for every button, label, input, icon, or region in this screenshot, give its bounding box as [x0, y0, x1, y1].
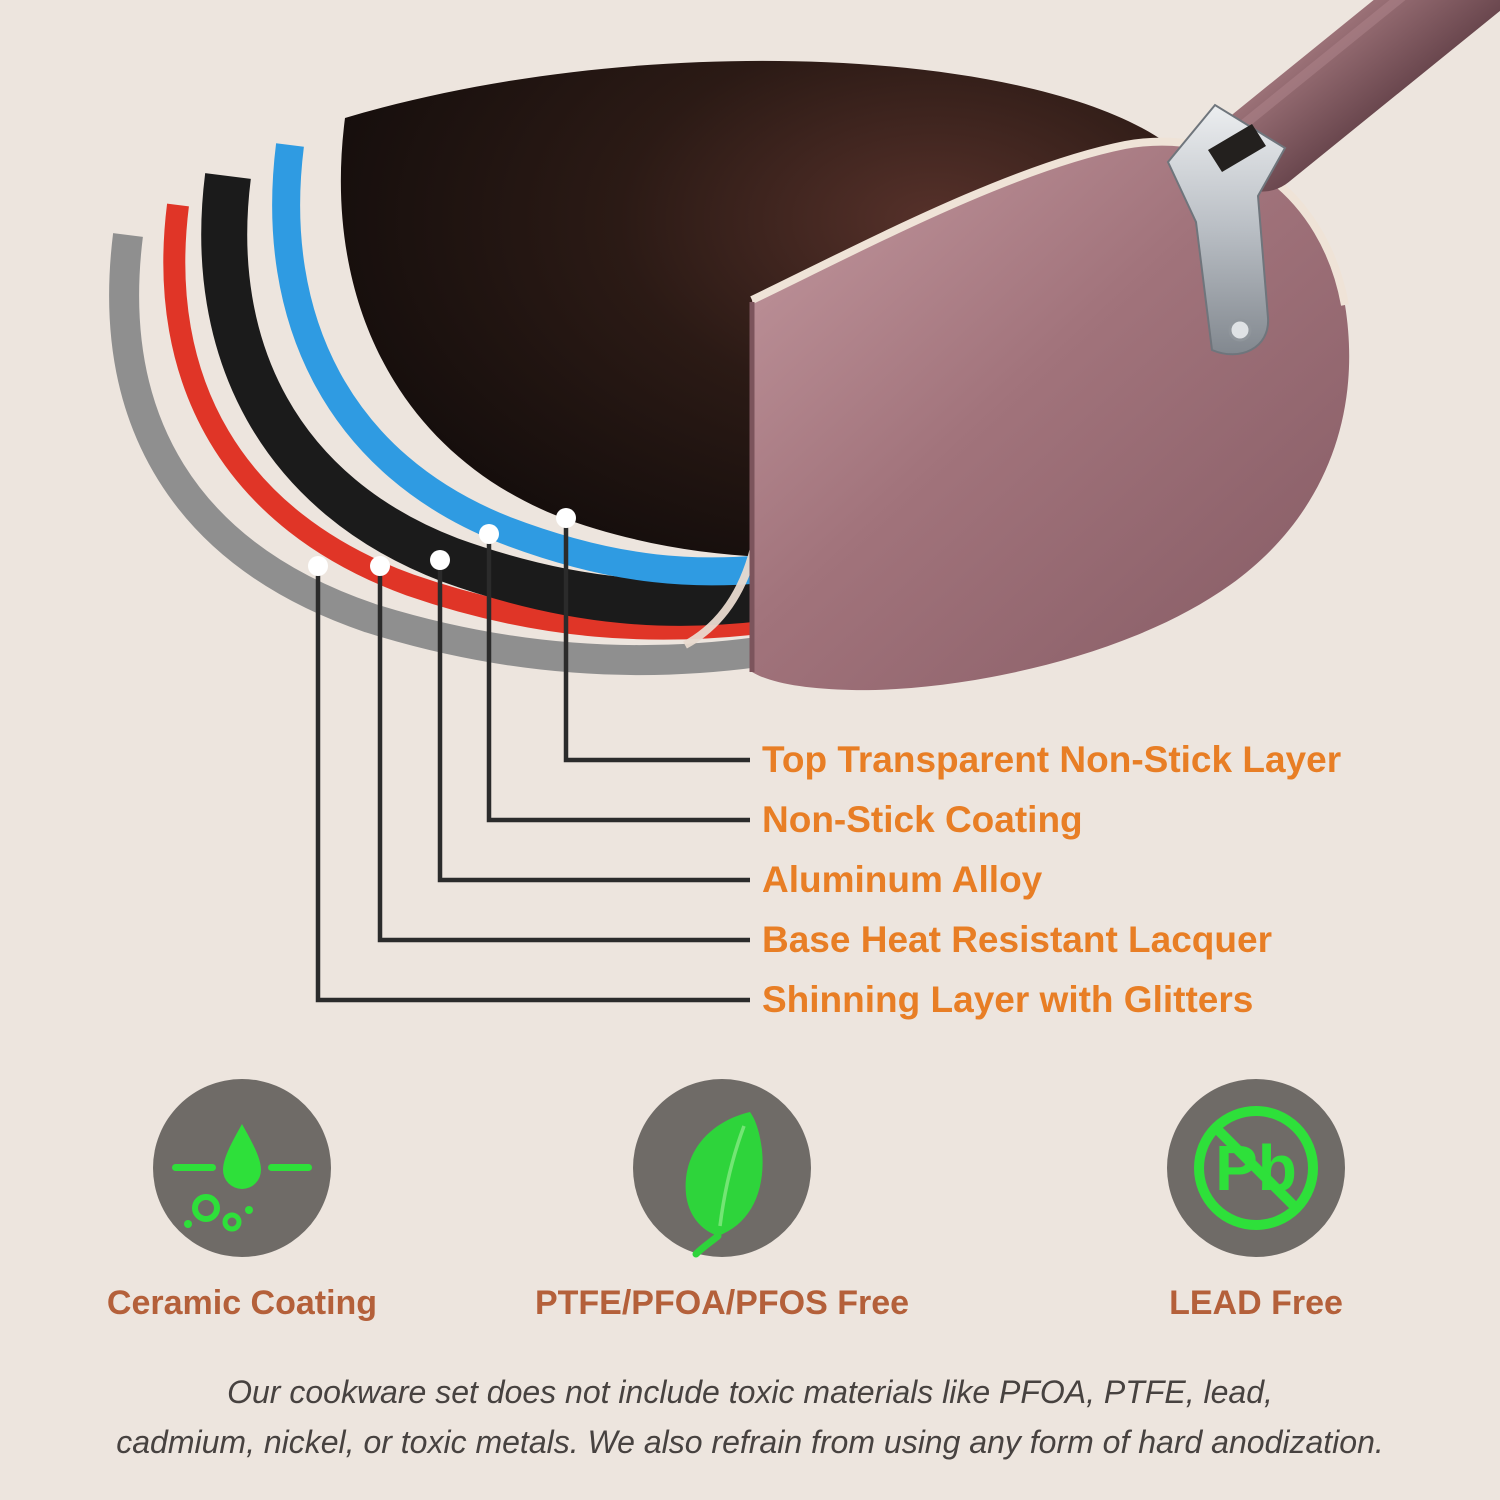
disclaimer-text: Our cookware set does not include toxic … — [0, 1368, 1500, 1467]
feature-label-ptfe-free: PTFE/PFOA/PFOS Free — [534, 1284, 910, 1322]
layer-aluminum-band — [201, 173, 782, 626]
callout-dot — [430, 550, 450, 570]
callout-label-nonstick-coating: Non-Stick Coating — [762, 799, 1083, 840]
callout-dot — [556, 508, 576, 528]
pan-body — [752, 141, 1350, 691]
callout-line-aluminum — [437, 560, 750, 883]
callout-label-shinning-layer: Shinning Layer with Glitters — [762, 979, 1254, 1020]
callout-dot — [308, 556, 328, 576]
feature-label-lead-free: LEAD Free — [1169, 1284, 1343, 1322]
layer-shinning-glitter-band — [109, 233, 761, 676]
callout-line-top-transparent — [563, 518, 750, 763]
callout-dot — [370, 556, 390, 576]
feature-label-ceramic-coating: Ceramic Coating — [106, 1284, 378, 1322]
no-lead-icon: Pb — [1167, 1079, 1345, 1257]
feature-ceramic-coating: Ceramic Coating — [82, 1078, 402, 1323]
callout-line-glitter — [315, 566, 750, 1003]
callout-dot — [479, 524, 499, 544]
callout-dots — [308, 508, 576, 576]
leaf-icon — [633, 1079, 811, 1258]
callout-label-top-transparent: Top Transparent Non-Stick Layer — [762, 739, 1342, 780]
handle-bracket — [1166, 103, 1287, 356]
disclaimer-line-2: cadmium, nickel, or toxic metals. We als… — [116, 1423, 1384, 1460]
pan-handle — [1217, 0, 1500, 192]
pan-rim-edge — [750, 137, 1349, 306]
layer-nonstick-band — [272, 143, 792, 586]
disclaimer-line-1: Our cookware set does not include toxic … — [227, 1374, 1273, 1410]
layer-base-lacquer-band — [163, 203, 770, 640]
callout-line-lacquer — [377, 566, 750, 943]
callout-lines — [315, 518, 750, 1003]
callout-label-base-lacquer: Base Heat Resistant Lacquer — [762, 919, 1272, 960]
feature-lead-free: Pb LEAD Free — [1096, 1078, 1416, 1323]
callout-label-aluminum-alloy: Aluminum Alloy — [762, 859, 1043, 900]
feature-ptfe-free: PTFE/PFOA/PFOS Free — [492, 1078, 952, 1323]
pan-illustration — [109, 0, 1500, 1003]
ceramic-drop-icon — [153, 1079, 331, 1257]
callout-line-nonstick — [486, 534, 750, 823]
